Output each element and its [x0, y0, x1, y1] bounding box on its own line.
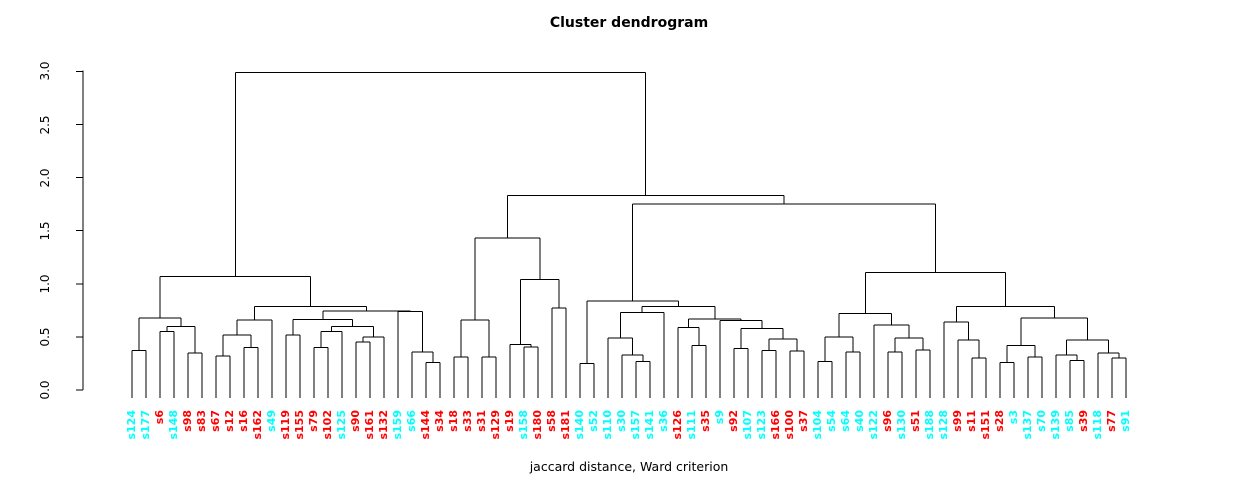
y-tick-label: 1.0: [38, 274, 52, 294]
y-tick-label: 3.0: [38, 61, 52, 81]
x-axis-label: jaccard distance, Ward criterion: [529, 459, 729, 474]
y-tick-label: 1.5: [38, 221, 52, 241]
y-tick-label: 2.5: [38, 114, 52, 135]
plot-title: Cluster dendrogram: [549, 15, 709, 31]
y-tick-label: 0.0: [38, 380, 52, 400]
y-tick-label: 0.5: [38, 327, 52, 347]
y-tick-label: 2.0: [38, 168, 52, 188]
